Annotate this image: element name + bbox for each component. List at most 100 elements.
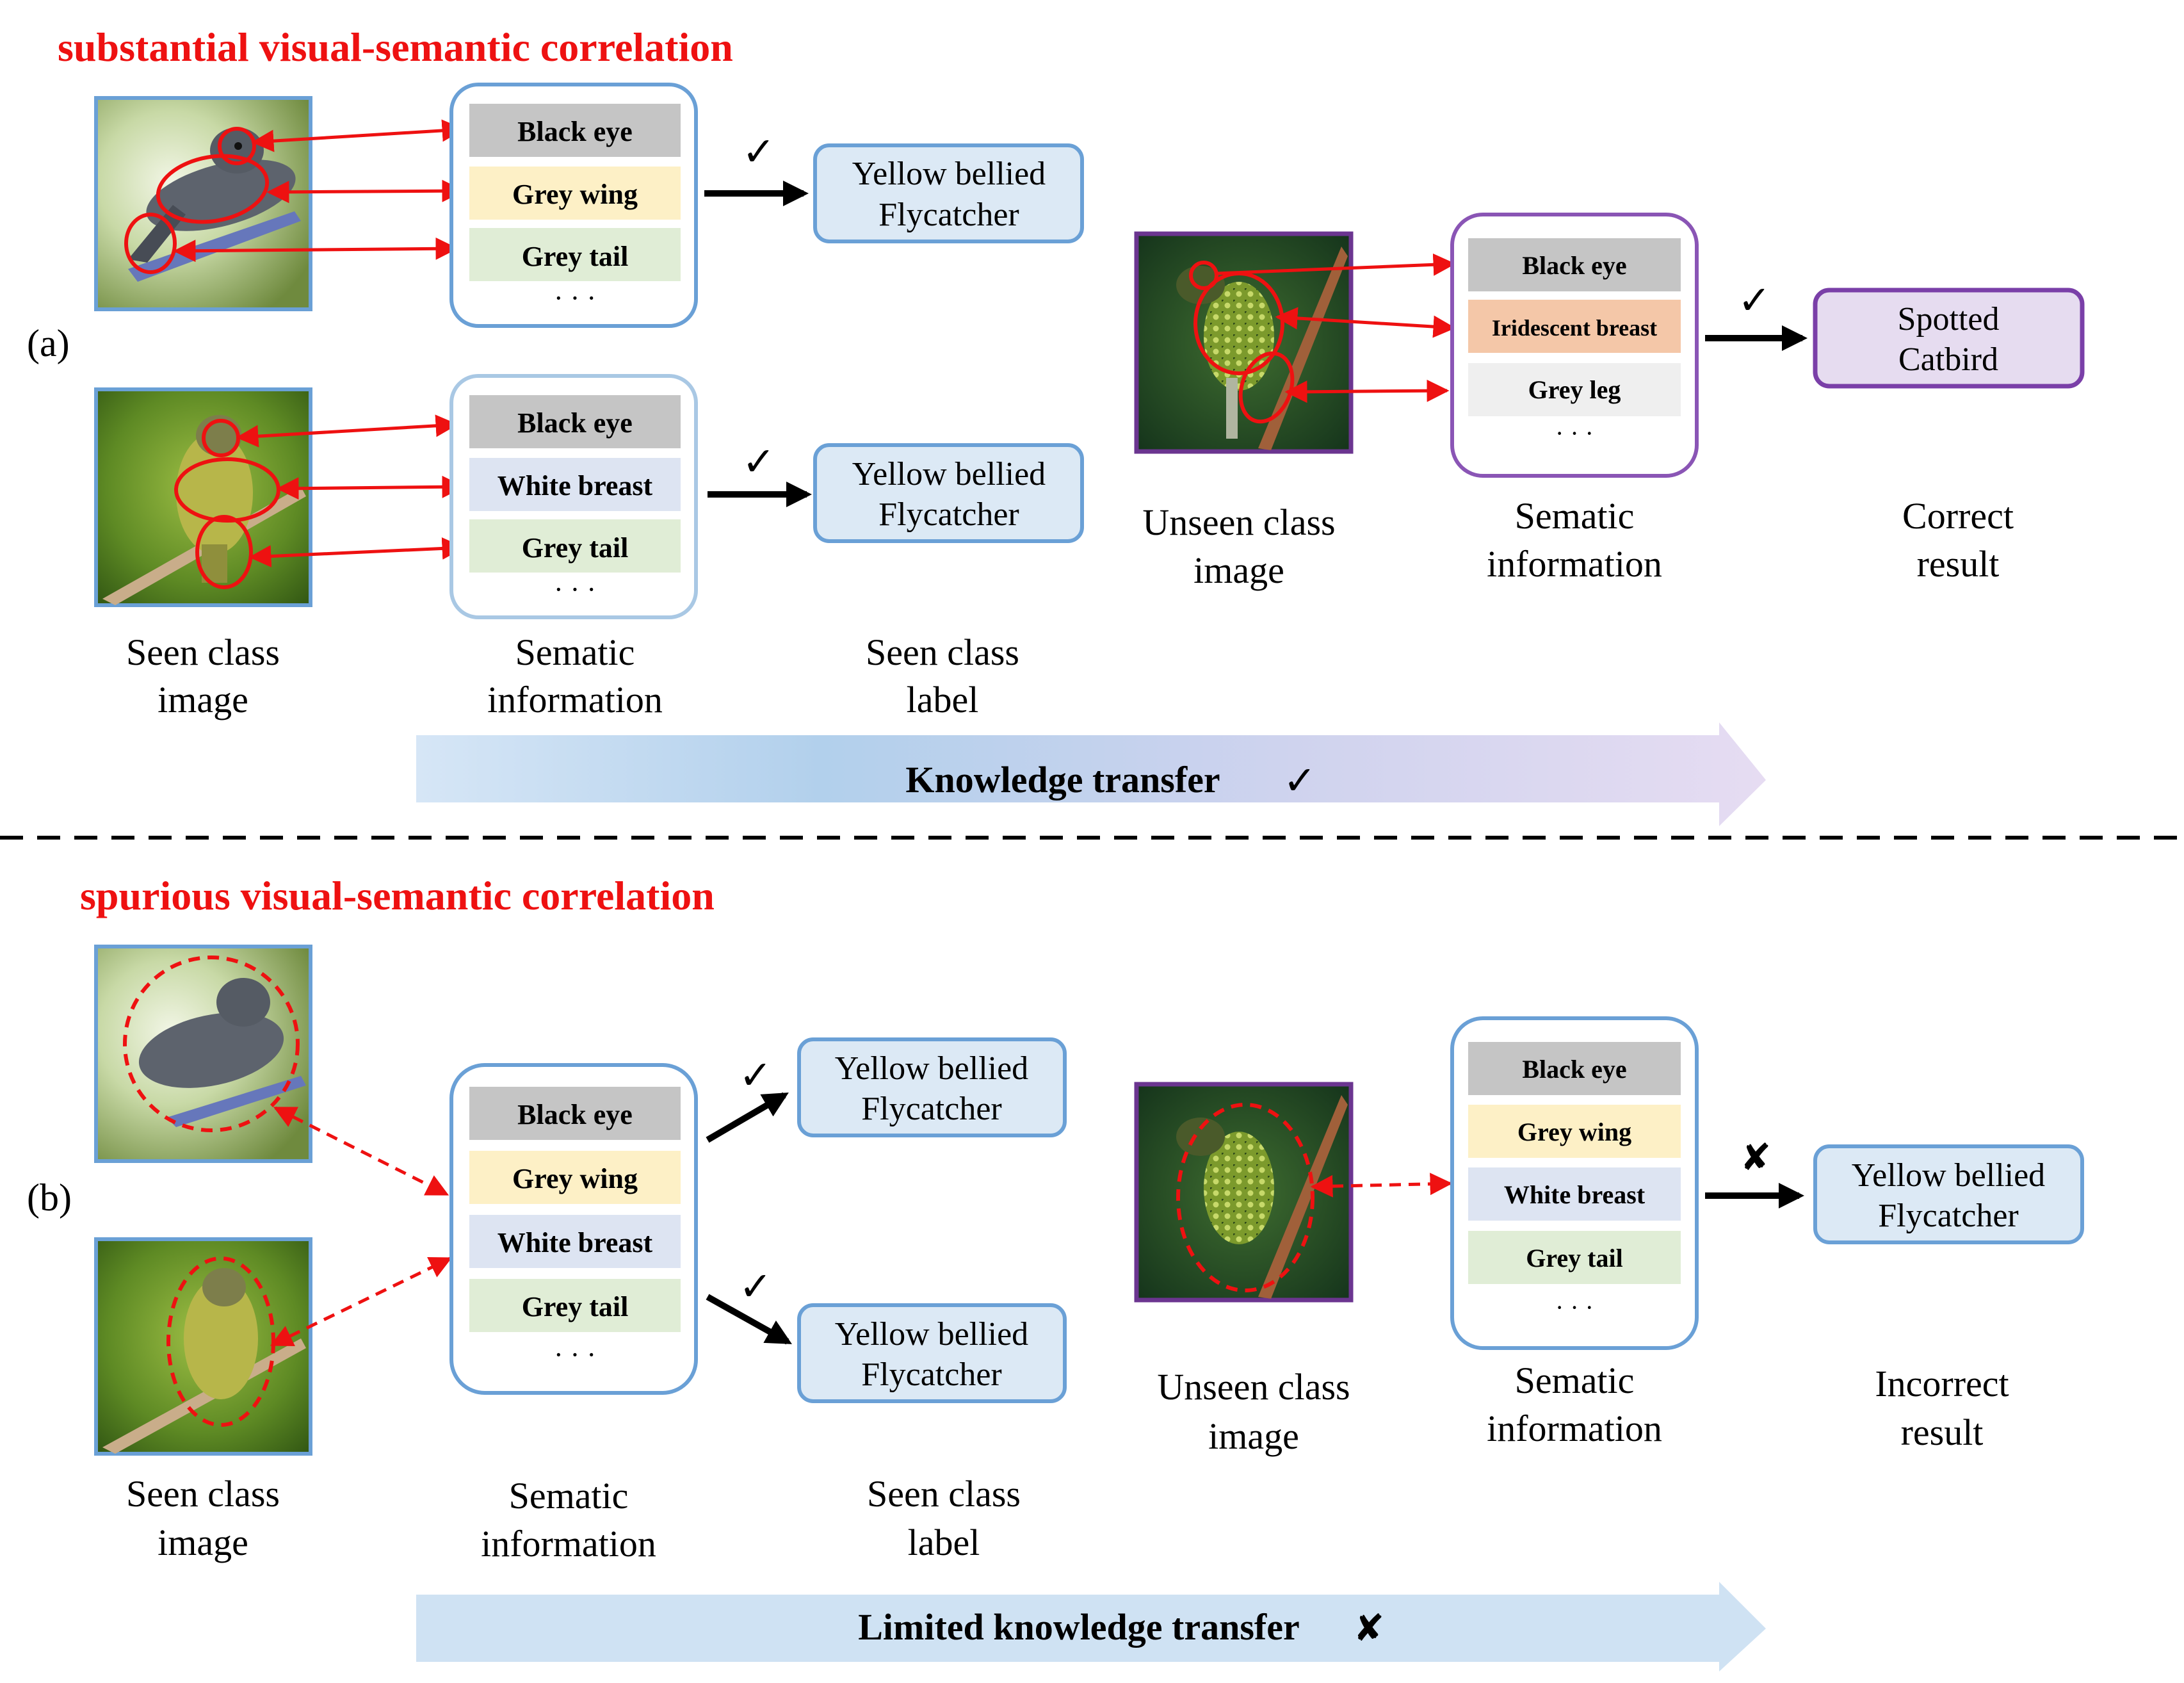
ellipsis: · · · xyxy=(1555,1293,1594,1322)
semantic-panel-a1: Black eye Grey wing Grey tail · · · xyxy=(449,83,698,328)
seen-label-a2: Yellow bellied Flycatcher xyxy=(813,443,1084,543)
attr-iridescent-breast xyxy=(1468,300,1681,353)
section-b-marker: (b) xyxy=(27,1176,72,1219)
caption: image xyxy=(158,1522,248,1563)
section-a-title: substantial visual-semantic correlation xyxy=(58,24,733,70)
attr-black-eye xyxy=(1468,1042,1681,1095)
ellipsis: · · · xyxy=(554,574,596,605)
attr-label: Black eye xyxy=(517,116,633,147)
caption: information xyxy=(1487,1408,1662,1449)
attr-black-eye xyxy=(469,1087,681,1140)
label-line: Spotted xyxy=(1898,301,2000,337)
result-label-b: Yellow bellied Flycatcher xyxy=(1813,1144,2084,1244)
caption: Unseen class xyxy=(1142,501,1335,543)
correlation-arrows-a-unseen xyxy=(1216,253,1456,403)
caption: Seen class xyxy=(126,1473,280,1515)
ellipsis: · · · xyxy=(554,282,596,314)
attr-black-eye xyxy=(1468,238,1681,291)
correlation-arrows-a xyxy=(173,119,465,568)
attr-label: Grey tail xyxy=(522,532,629,564)
seen-image-1 xyxy=(94,96,312,311)
captions-a-unseen: Unseen class image Sematic information C… xyxy=(1142,495,2014,591)
unseen-image-a xyxy=(1134,231,1354,454)
banner-text: Limited knowledge transfer xyxy=(858,1606,1300,1648)
seen-label-b1: Yellow bellied Flycatcher xyxy=(797,1037,1067,1137)
captions-b-unseen: Unseen class image Sematic information I… xyxy=(1157,1360,2009,1457)
caption: Sematic xyxy=(509,1475,629,1516)
attr-label: Grey tail xyxy=(522,1291,629,1322)
attr-label: Grey tail xyxy=(1526,1244,1622,1272)
ellipsis: · · · xyxy=(554,1339,596,1370)
check-icon: ✓ xyxy=(742,438,775,485)
caption: image xyxy=(1193,549,1284,591)
caption: Unseen class xyxy=(1157,1366,1350,1408)
classification-arrows-b: ✓ ✓ xyxy=(706,1052,792,1345)
attr-label: Black eye xyxy=(1522,251,1626,280)
cross-icon: ✘ xyxy=(1354,1606,1385,1650)
caption: Seen class xyxy=(126,631,280,673)
label-line: Flycatcher xyxy=(878,496,1019,533)
classification-arrows-a: ✓ ✓ xyxy=(704,128,812,507)
result-label-a: Spotted Catbird xyxy=(1813,288,2085,389)
label-line: Yellow bellied xyxy=(835,1316,1028,1353)
caption: Incorrect xyxy=(1875,1363,2009,1404)
seen-label-a1: Yellow bellied Flycatcher xyxy=(813,143,1084,243)
attr-grey-wing xyxy=(469,1151,681,1204)
attr-grey-tail xyxy=(469,1279,681,1332)
limited-transfer-banner: Limited knowledge transfer ✘ xyxy=(416,1582,1766,1671)
caption: result xyxy=(1917,543,2000,585)
check-icon: ✓ xyxy=(739,1052,772,1098)
semantic-panel-b: Black eye Grey wing White breast Grey ta… xyxy=(449,1063,698,1395)
attr-white-breast xyxy=(1468,1167,1681,1221)
caption: Sematic xyxy=(1515,495,1635,537)
check-icon: ✓ xyxy=(1283,757,1316,804)
attr-label: Grey wing xyxy=(1517,1118,1631,1146)
spurious-arrow-b-unseen xyxy=(1310,1173,1453,1198)
attr-white-breast xyxy=(469,1215,681,1268)
caption: Seen class xyxy=(867,1473,1021,1515)
caption: image xyxy=(158,679,248,720)
attr-label: Black eye xyxy=(517,407,633,439)
label-line: Catbird xyxy=(1898,341,1998,378)
ellipsis: · · · xyxy=(1555,419,1594,448)
semantic-panel-a2: Black eye White breast Grey tail · · · xyxy=(449,374,698,619)
captions-a: Seen class image Sematic information See… xyxy=(126,631,1019,720)
caption: result xyxy=(1901,1411,1984,1453)
attr-grey-wing xyxy=(469,167,681,220)
unseen-image-b xyxy=(1134,1082,1354,1303)
attr-label: Grey tail xyxy=(522,241,629,272)
caption: image xyxy=(1208,1415,1299,1457)
caption: label xyxy=(908,1522,980,1563)
caption: label xyxy=(907,679,979,720)
attr-grey-wing xyxy=(1468,1105,1681,1158)
check-icon: ✓ xyxy=(1738,277,1771,323)
caption: information xyxy=(481,1523,656,1565)
label-line: Yellow bellied xyxy=(852,156,1046,192)
label-line: Yellow bellied xyxy=(1852,1157,2045,1194)
label-line: Flycatcher xyxy=(1878,1198,2018,1234)
section-a-marker: (a) xyxy=(27,322,70,364)
captions-b: Seen class image Sematic information See… xyxy=(126,1473,1021,1565)
attr-grey-tail xyxy=(1468,1231,1681,1284)
semantic-panel-b-unseen: Black eye Grey wing White breast Grey ta… xyxy=(1450,1016,1699,1350)
attr-label: Grey wing xyxy=(512,1163,638,1194)
label-line: Flycatcher xyxy=(878,197,1019,233)
attr-label: Black eye xyxy=(1522,1055,1626,1084)
label-line: Flycatcher xyxy=(861,1091,1001,1127)
cross-icon: ✘ xyxy=(1740,1135,1772,1179)
caption: information xyxy=(1487,543,1662,585)
label-line: Flycatcher xyxy=(861,1356,1001,1393)
global-highlight-b-unseen xyxy=(1176,1103,1314,1292)
attr-label: Grey leg xyxy=(1528,375,1621,404)
attr-black-eye xyxy=(469,395,681,448)
semantic-panel-a-unseen: Black eye Iridescent breast Grey leg · ·… xyxy=(1450,213,1699,478)
attr-label: Grey wing xyxy=(512,179,638,210)
attr-label: White breast xyxy=(497,470,653,501)
caption: Sematic xyxy=(515,631,635,673)
caption: information xyxy=(487,679,663,720)
seen-label-b2: Yellow bellied Flycatcher xyxy=(797,1303,1067,1403)
label-line: Yellow bellied xyxy=(852,456,1046,492)
banner-text: Knowledge transfer xyxy=(905,759,1220,801)
attr-grey-leg xyxy=(1468,363,1681,416)
